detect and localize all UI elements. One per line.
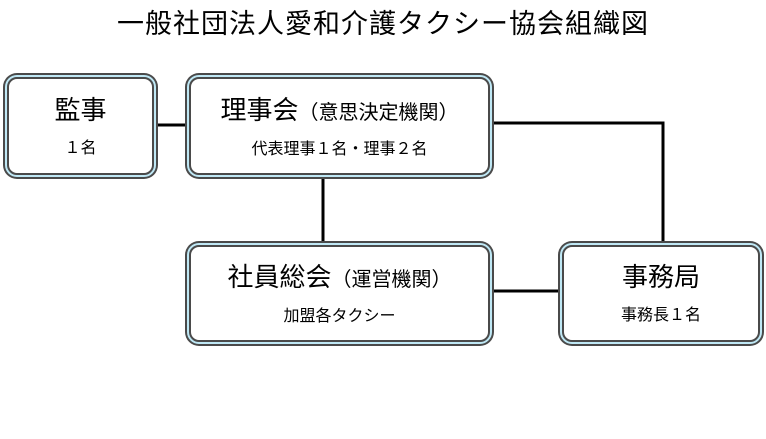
assembly-box: 社員総会（運営機関） 加盟各タクシー xyxy=(189,245,490,342)
board-sub: 代表理事１名・理事２名 xyxy=(251,139,428,158)
assembly-sub: 加盟各タクシー xyxy=(283,306,396,325)
connector-board-office xyxy=(492,121,665,243)
office-sub: 事務長１名 xyxy=(620,305,701,324)
office-box: 事務局 事務長１名 xyxy=(562,245,760,342)
auditor-sub: １名 xyxy=(64,138,97,157)
board-box: 理事会（意思決定機関） 代表理事１名・理事２名 xyxy=(189,77,490,175)
auditor-name: 監事 xyxy=(54,96,107,126)
board-paren: （意思決定機関） xyxy=(298,100,459,124)
board-name: 理事会 xyxy=(220,96,299,126)
assembly-paren: （運営機関） xyxy=(331,267,452,291)
auditor-box: 監事 １名 xyxy=(7,77,154,175)
board-heading: 理事会（意思決定機関） xyxy=(191,96,488,127)
office-name: 事務局 xyxy=(621,263,700,293)
assembly-name: 社員総会 xyxy=(227,263,332,293)
chart-title: 一般社団法人愛和介護タクシー協会組織図 xyxy=(117,9,649,40)
assembly-heading: 社員総会（運営機関） xyxy=(191,263,488,294)
